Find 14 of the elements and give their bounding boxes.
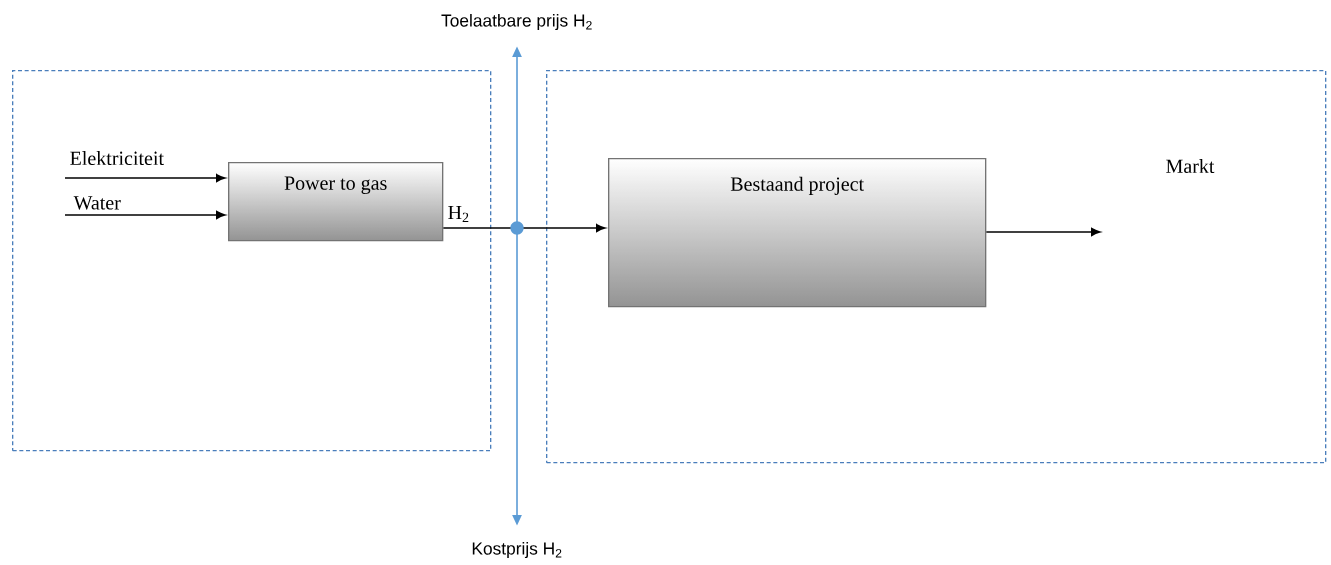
dashed-boundary	[546, 70, 1327, 464]
edge-label: H$_{2}$	[448, 206, 469, 222]
process-box: Bestaand project	[608, 158, 987, 308]
axis-label: Toelaatbare prijs H$_{2}$	[441, 13, 592, 31]
arrow	[64, 211, 226, 219]
axis-label: Kostprijs H$_{2}$	[472, 541, 562, 559]
arrow	[64, 174, 226, 182]
arrow	[985, 228, 1101, 236]
market-label: Markt	[1166, 159, 1215, 174]
dashed-boundary	[12, 70, 492, 452]
process-box: Power to gas	[228, 162, 444, 242]
edge-label: Elektriciteit	[70, 151, 164, 166]
edge-label: Water	[73, 196, 121, 210]
arrow	[442, 224, 606, 232]
